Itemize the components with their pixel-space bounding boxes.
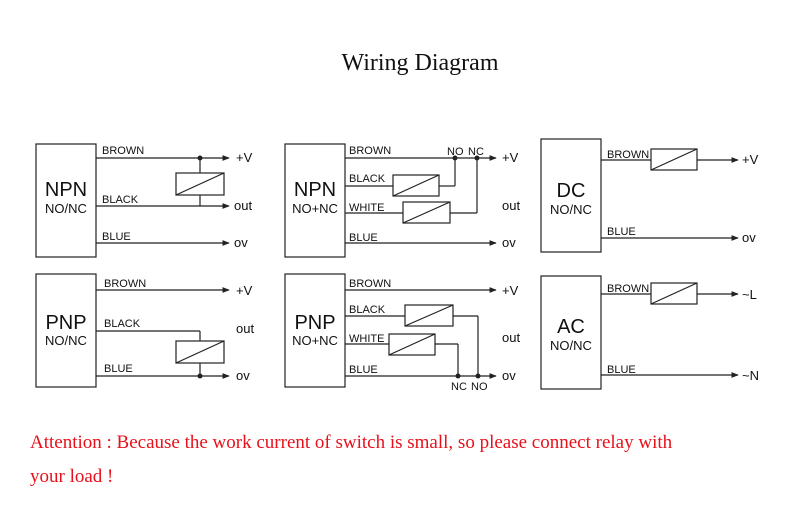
relay-coil xyxy=(650,148,698,171)
terminal-l: ~L xyxy=(742,287,757,302)
pnp-no-nc-diagram: PNP NO/NC BROWN BLACK BLUE +V out ov xyxy=(35,273,254,388)
sensor-body xyxy=(284,143,346,258)
sensor-body xyxy=(35,143,97,258)
terminal-plus-v: +V xyxy=(236,283,253,298)
wire-label-brown: BROWN xyxy=(349,145,391,157)
attention-note-line-1: Attention : Because the work current of … xyxy=(30,432,673,453)
sensor-body xyxy=(540,138,602,253)
wire-label-brown: BROWN xyxy=(349,278,391,290)
contact-label-no: NO xyxy=(447,146,464,158)
pnp-no-plus-nc-diagram: PNP NO+NC BROWN BLACK WHITE BLUE NC NO +… xyxy=(284,273,520,393)
relay-coil xyxy=(175,340,225,364)
junction-dot xyxy=(197,155,203,161)
wire-label-black: BLACK xyxy=(104,318,141,330)
relay-coil xyxy=(402,201,451,224)
terminal-n: ~N xyxy=(742,368,759,383)
sensor-type: PNP xyxy=(45,312,86,334)
sensor-type: AC xyxy=(557,316,585,338)
sensor-type: NPN xyxy=(294,179,336,201)
terminal-out: out xyxy=(234,198,252,213)
relay-coil xyxy=(392,174,440,197)
terminal-plus-v: +V xyxy=(236,150,253,165)
contact-label-nc: NC xyxy=(468,146,484,158)
page-title: Wiring Diagram xyxy=(341,50,499,76)
terminal-plus-v: +V xyxy=(502,283,519,298)
wire-label-blue: BLUE xyxy=(102,231,131,243)
sensor-type: NPN xyxy=(45,179,87,201)
sensor-mode: NO/NC xyxy=(550,338,592,353)
terminal-plus-v: +V xyxy=(742,152,759,167)
wire-label-brown: BROWN xyxy=(607,283,649,295)
wire-label-blue: BLUE xyxy=(607,226,636,238)
terminal-ov: ov xyxy=(234,235,248,250)
relay-coil xyxy=(404,304,454,327)
wire-label-black: BLACK xyxy=(349,173,386,185)
contact-label-no: NO xyxy=(471,381,488,393)
terminal-out: out xyxy=(502,198,520,213)
contact-label-nc: NC xyxy=(451,381,467,393)
npn-no-plus-nc-diagram: NPN NO+NC BROWN BLACK WHITE BLUE NO NC +… xyxy=(284,143,520,258)
wire-label-white: WHITE xyxy=(349,202,384,214)
sensor-mode: NO+NC xyxy=(292,201,338,216)
junction-dot xyxy=(474,155,480,161)
sensor-mode: NO/NC xyxy=(550,202,592,217)
ac-no-nc-diagram: AC NO/NC BROWN BLUE ~L ~N xyxy=(540,275,759,390)
wire-label-blue: BLUE xyxy=(607,364,636,376)
terminal-plus-v: +V xyxy=(502,150,519,165)
terminal-ov: ov xyxy=(236,368,250,383)
attention-note-line-2: your load ! xyxy=(30,466,114,487)
sensor-body xyxy=(284,273,346,388)
wire-label-blue: BLUE xyxy=(104,363,133,375)
sensor-mode: NO/NC xyxy=(45,201,87,216)
wire-label-white: WHITE xyxy=(349,333,384,345)
terminal-ov: ov xyxy=(742,230,756,245)
wire-label-blue: BLUE xyxy=(349,232,378,244)
wire-label-blue: BLUE xyxy=(349,364,378,376)
dc-no-nc-diagram: DC NO/NC BROWN BLUE +V ov xyxy=(540,138,759,253)
terminal-out: out xyxy=(502,330,520,345)
sensor-body xyxy=(540,275,602,390)
terminal-out: out xyxy=(236,321,254,336)
relay-coil xyxy=(175,172,225,196)
wire-label-brown: BROWN xyxy=(607,149,649,161)
wire-label-black: BLACK xyxy=(349,304,386,316)
junction-dot xyxy=(452,155,458,161)
relay-coil xyxy=(388,333,436,356)
terminal-ov: ov xyxy=(502,368,516,383)
terminal-ov: ov xyxy=(502,235,516,250)
sensor-type: PNP xyxy=(294,312,335,334)
wire-label-brown: BROWN xyxy=(104,278,146,290)
sensor-mode: NO/NC xyxy=(45,333,87,348)
sensor-mode: NO+NC xyxy=(292,333,338,348)
relay-coil xyxy=(650,282,698,305)
wire-label-brown: BROWN xyxy=(102,145,144,157)
sensor-type: DC xyxy=(557,180,586,202)
npn-no-nc-diagram: NPN NO/NC BROWN BLACK BLUE +V out ov xyxy=(35,143,253,258)
wire-label-black: BLACK xyxy=(102,194,139,206)
